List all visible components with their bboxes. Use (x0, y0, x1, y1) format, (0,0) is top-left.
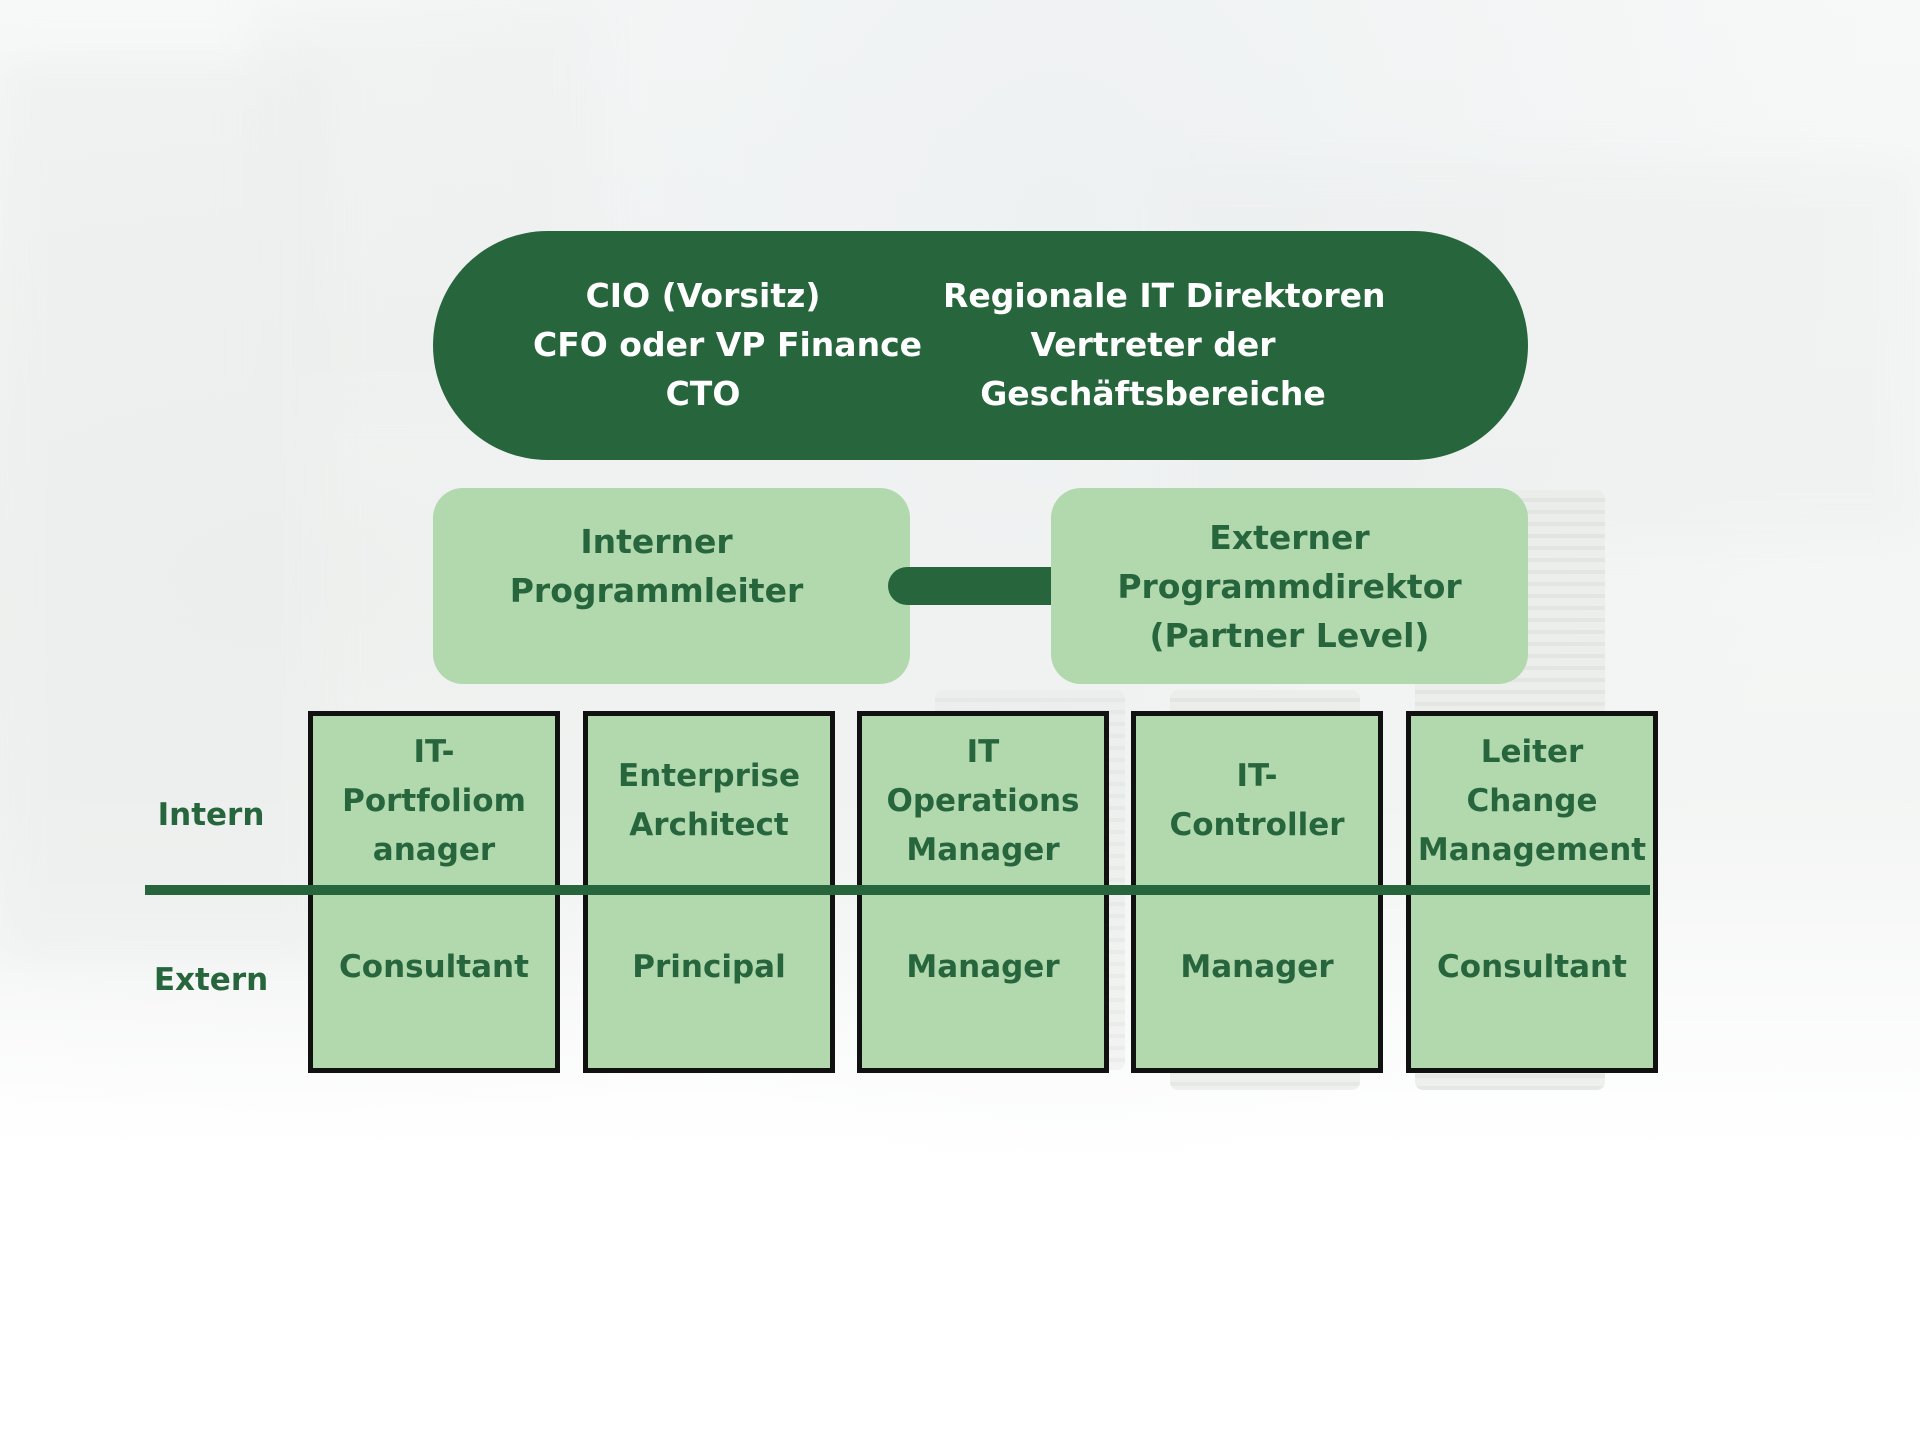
committee-members-right: Regionale IT Direktoren Vertreter der Ge… (943, 271, 1386, 418)
external-program-director-box: Externer Programmdirektor (Partner Level… (1051, 488, 1528, 684)
intern-extern-divider (145, 885, 1650, 895)
role-extern-label: Consultant (339, 948, 529, 985)
internal-program-lead-box: Interner Programmleiter (433, 488, 910, 684)
role-intern-label: IT- Controller (1169, 758, 1345, 843)
role-intern-label: Leiter Change Management (1417, 733, 1647, 868)
intern-row-label: Intern (157, 797, 265, 833)
external-program-director-label: Externer Programmdirektor (Partner Level… (1117, 517, 1462, 655)
member-cfo: CFO oder VP Finance (533, 325, 923, 364)
member-business-reps-line2: Geschäftsbereiche (980, 374, 1326, 413)
role-extern-label: Manager (1180, 948, 1334, 985)
program-lead-connector (888, 567, 1073, 605)
role-intern-label: IT Operations Manager (886, 733, 1080, 868)
committee-members-left: CIO (Vorsitz) CFO oder VP Finance CTO (533, 271, 923, 418)
steering-committee-box: CIO (Vorsitz) CFO oder VP Finance CTO Re… (433, 231, 1528, 460)
internal-program-lead-label: Interner Programmleiter (509, 522, 804, 610)
role-intern-label: IT- Portfoliom anager (342, 733, 526, 868)
member-cio: CIO (Vorsitz) (585, 276, 821, 315)
member-regional-directors: Regionale IT Direktoren (943, 276, 1386, 315)
role-extern-label: Manager (906, 948, 1060, 985)
role-extern-label: Principal (632, 948, 786, 985)
role-extern-label: Consultant (1437, 948, 1627, 985)
member-cto: CTO (665, 374, 741, 413)
extern-row-label: Extern (153, 962, 269, 998)
role-intern-label: Enterprise Architect (618, 758, 800, 843)
member-business-reps-line1: Vertreter der (1030, 325, 1276, 364)
